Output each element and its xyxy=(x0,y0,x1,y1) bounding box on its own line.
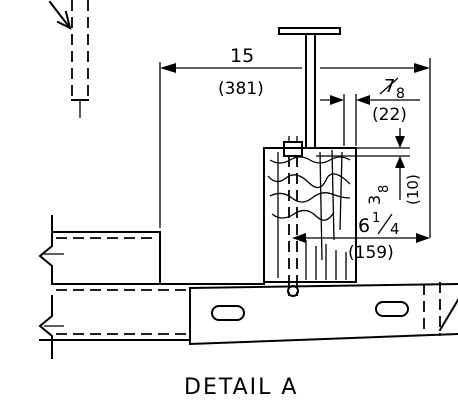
dim-1-4-denominator: 4 xyxy=(390,220,400,238)
steel-post xyxy=(278,27,341,149)
dimension-7-8: 7 8 (22) xyxy=(320,76,420,146)
bolt xyxy=(283,136,303,297)
dim-22-label: (22) xyxy=(372,105,407,125)
w-beam-rail xyxy=(188,282,458,346)
dim-7-8-denominator: 8 xyxy=(396,86,405,102)
wood-blockout xyxy=(263,147,357,283)
dimension-3-8: 3 8 (10) xyxy=(316,128,422,205)
dim-159-label: (159) xyxy=(348,243,394,263)
dim-1-4-numerator: 1 xyxy=(372,211,380,226)
dim-3-8-denominator: 8 xyxy=(377,185,392,193)
dim-6-whole: 6 xyxy=(358,215,370,237)
dim-3-8-numerator: 3 xyxy=(365,195,384,205)
dim-381-label: (381) xyxy=(218,79,264,99)
dim-15-label: 15 xyxy=(230,45,254,67)
left-rail-section xyxy=(38,215,265,359)
detail-title: DETAIL A xyxy=(184,375,298,400)
dim-10-label: (10) xyxy=(404,174,422,205)
dimension-6-1-4: 6 1 4 (159) xyxy=(292,211,430,263)
upper-left-post xyxy=(48,0,89,118)
dim-7-8-numerator: 7 xyxy=(384,76,395,97)
dimension-15: 15 (381) xyxy=(159,45,431,238)
